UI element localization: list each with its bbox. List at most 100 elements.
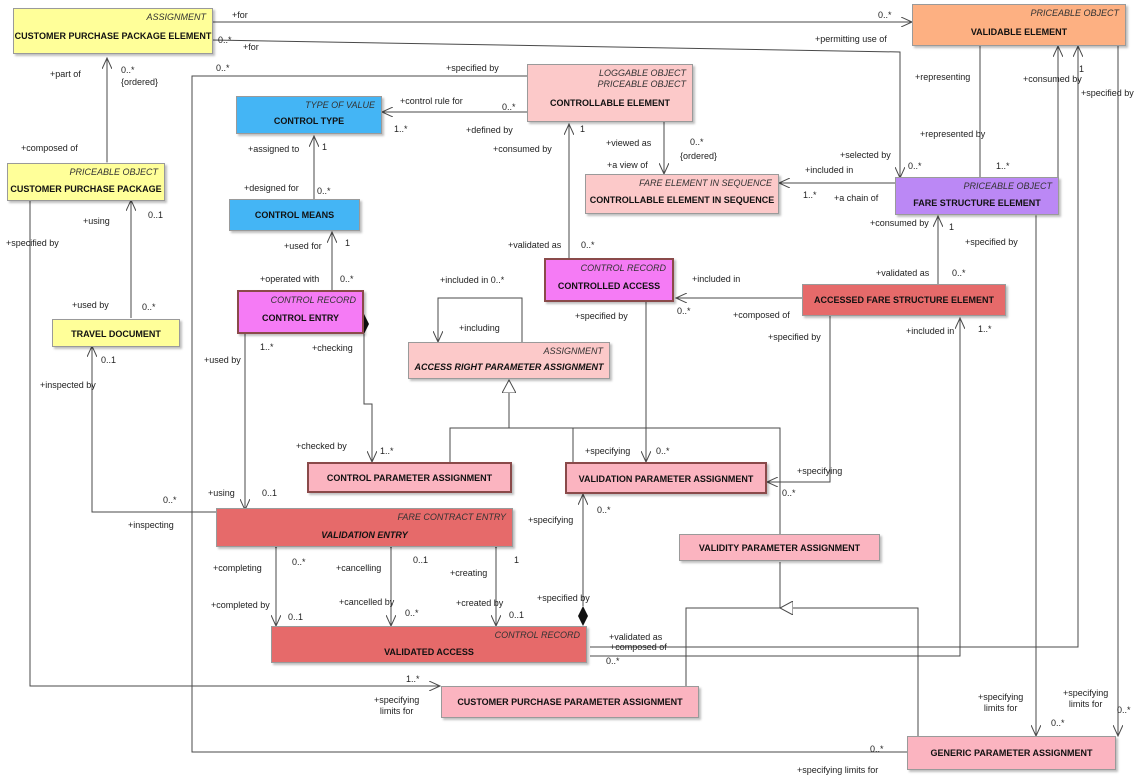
- stereotype: PRICEABLE OBJECT: [963, 181, 1052, 191]
- association-label: 0..*: [163, 495, 177, 505]
- box-fare-structure-element[interactable]: PRICEABLE OBJECT FARE STRUCTURE ELEMENT: [895, 177, 1059, 215]
- association-label: +created by: [456, 598, 504, 608]
- box-controllable-element-in-sequence[interactable]: FARE ELEMENT IN SEQUENCE CONTROLLABLE EL…: [585, 174, 779, 214]
- box-control-type[interactable]: TYPE OF VALUE CONTROL TYPE: [236, 96, 382, 134]
- association-label: +used for: [284, 241, 322, 251]
- box-controlled-access[interactable]: CONTROL RECORD CONTROLLED ACCESS: [544, 258, 674, 302]
- box-control-means[interactable]: CONTROL MEANS: [229, 199, 360, 231]
- association-label: +validated as: [508, 240, 562, 250]
- box-validity-parameter-assignment[interactable]: VALIDITY PARAMETER ASSIGNMENT: [679, 534, 880, 561]
- association-label: 0..*: [502, 102, 516, 112]
- association-label: +specified by: [575, 311, 628, 321]
- association-label: 0..*: [908, 161, 922, 171]
- association-label: +completed by: [211, 600, 270, 610]
- association-label: +checked by: [296, 441, 347, 451]
- association-label: 0..1: [101, 355, 117, 365]
- box-validable-element[interactable]: PRICEABLE OBJECT VALIDABLE ELEMENT: [912, 4, 1126, 46]
- association-label: 0..*: [878, 10, 892, 20]
- association-label: +specified by: [1081, 88, 1134, 98]
- association-label: +a view of: [607, 160, 648, 170]
- box-customer-purchase-package[interactable]: PRICEABLE OBJECT CUSTOMER PURCHASE PACKA…: [7, 163, 165, 201]
- edge-validation-entry-inspecting: [92, 346, 216, 513]
- box-travel-document[interactable]: TRAVEL DOCUMENT: [52, 319, 180, 347]
- box-validated-access[interactable]: CONTROL RECORD VALIDATED ACCESS: [271, 626, 587, 663]
- box-accessed-fare-structure-element[interactable]: ACCESSED FARE STRUCTURE ELEMENT: [802, 284, 1006, 316]
- association-label: +using: [83, 216, 110, 226]
- association-label: 1..*: [996, 161, 1010, 171]
- association-label: 1..*: [394, 124, 408, 134]
- box-controllable-element[interactable]: LOGGABLE OBJECT PRICEABLE OBJECT CONTROL…: [527, 64, 693, 122]
- association-label: +used by: [204, 355, 241, 365]
- association-label: +specified by: [537, 593, 590, 603]
- association-label: +specified by: [965, 237, 1018, 247]
- association-label: +validated as: [609, 632, 663, 642]
- association-label: +selected by: [840, 150, 891, 160]
- association-label: +included in: [805, 165, 854, 175]
- association-label: +specifying: [585, 446, 631, 456]
- box-title: FARE STRUCTURE ELEMENT: [913, 198, 1041, 208]
- box-control-parameter-assignment[interactable]: CONTROL PARAMETER ASSIGNMENT: [307, 462, 512, 493]
- association-label: 1: [1079, 64, 1085, 74]
- association-label: +assigned to: [248, 144, 300, 154]
- association-label: 0..*: [782, 488, 796, 498]
- association-label: 0..*: [581, 240, 595, 250]
- association-label: 0..*: [677, 306, 691, 316]
- association-label: +completing: [213, 563, 262, 573]
- association-label: 1: [322, 142, 328, 152]
- association-label: +included in: [692, 274, 741, 284]
- association-label: +consumed by: [1023, 74, 1082, 84]
- stereotype: TYPE OF VALUE: [305, 100, 375, 110]
- box-generic-parameter-assignment[interactable]: GENERIC PARAMETER ASSIGNMENT: [907, 736, 1116, 770]
- association-label: 1: [949, 222, 955, 232]
- association-label: +cancelled by: [339, 597, 395, 607]
- association-label: +specifying limits for: [1063, 688, 1109, 709]
- association-label: +specified by: [446, 63, 499, 73]
- association-label: 1: [514, 555, 520, 565]
- stereotype: LOGGABLE OBJECT PRICEABLE OBJECT: [597, 68, 686, 89]
- stereotype: CONTROL RECORD: [580, 263, 666, 273]
- association-label: 0..*: [952, 268, 966, 278]
- association-label: +including: [459, 323, 500, 333]
- box-validation-parameter-assignment[interactable]: VALIDATION PARAMETER ASSIGNMENT: [565, 462, 767, 494]
- box-customer-purchase-parameter-assignment[interactable]: CUSTOMER PURCHASE PARAMETER ASSIGNMENT: [441, 686, 699, 718]
- box-validation-entry[interactable]: FARE CONTRACT ENTRY VALIDATION ENTRY: [216, 508, 513, 547]
- association-label: +specifying limits for: [797, 765, 879, 775]
- association-label: +composed of: [733, 310, 790, 320]
- association-label: 0..*: [218, 35, 232, 45]
- box-control-entry[interactable]: CONTROL RECORD CONTROL ENTRY: [237, 290, 364, 334]
- box-title: GENERIC PARAMETER ASSIGNMENT: [930, 748, 1093, 758]
- association-label: +represented by: [920, 129, 986, 139]
- edge-cppe-for-fare-structure: [211, 39, 900, 178]
- box-title: CONTROL TYPE: [273, 116, 345, 126]
- association-label: 0..1: [262, 488, 278, 498]
- association-label: 0..*: [1051, 718, 1065, 728]
- stereotype: CONTROL RECORD: [270, 295, 356, 305]
- association-label: 1..*: [406, 674, 420, 684]
- association-label: +composed of: [610, 642, 667, 652]
- association-label: +included in 0..*: [440, 275, 505, 285]
- box-title: CONTROLLABLE ELEMENT: [550, 98, 670, 108]
- association-label: {ordered}: [680, 151, 718, 161]
- association-label: +representing: [915, 72, 971, 82]
- association-label: 0..*: [142, 302, 156, 312]
- association-label: 1: [345, 238, 351, 248]
- association-label: +for: [243, 42, 259, 52]
- association-label: +for: [232, 10, 248, 20]
- association-label: +part of: [50, 69, 81, 79]
- box-title: ACCESSED FARE STRUCTURE ELEMENT: [813, 295, 994, 305]
- association-label: +specifying: [528, 515, 574, 525]
- box-title: CONTROLLED ACCESS: [557, 281, 661, 291]
- box-title: ACCESS RIGHT PARAMETER ASSIGNMENT: [414, 362, 604, 372]
- box-title: CONTROL MEANS: [254, 210, 335, 220]
- association-label: +control rule for: [400, 96, 463, 106]
- box-access-right-parameter-assignment[interactable]: ASSIGNMENT ACCESS RIGHT PARAMETER ASSIGN…: [408, 342, 610, 379]
- association-label: +specified by: [768, 332, 821, 342]
- box-customer-purchase-package-element[interactable]: ASSIGNMENT CUSTOMER PURCHASE PACKAGE ELE…: [13, 8, 213, 54]
- box-title: CONTROL ENTRY: [261, 313, 339, 323]
- association-label: 1..*: [260, 342, 274, 352]
- association-label: 0..1: [288, 612, 304, 622]
- association-label: +specifying: [797, 466, 843, 476]
- association-label: +used by: [72, 300, 109, 310]
- stereotype: PRICEABLE OBJECT: [1030, 8, 1119, 18]
- association-label: +creating: [450, 568, 488, 578]
